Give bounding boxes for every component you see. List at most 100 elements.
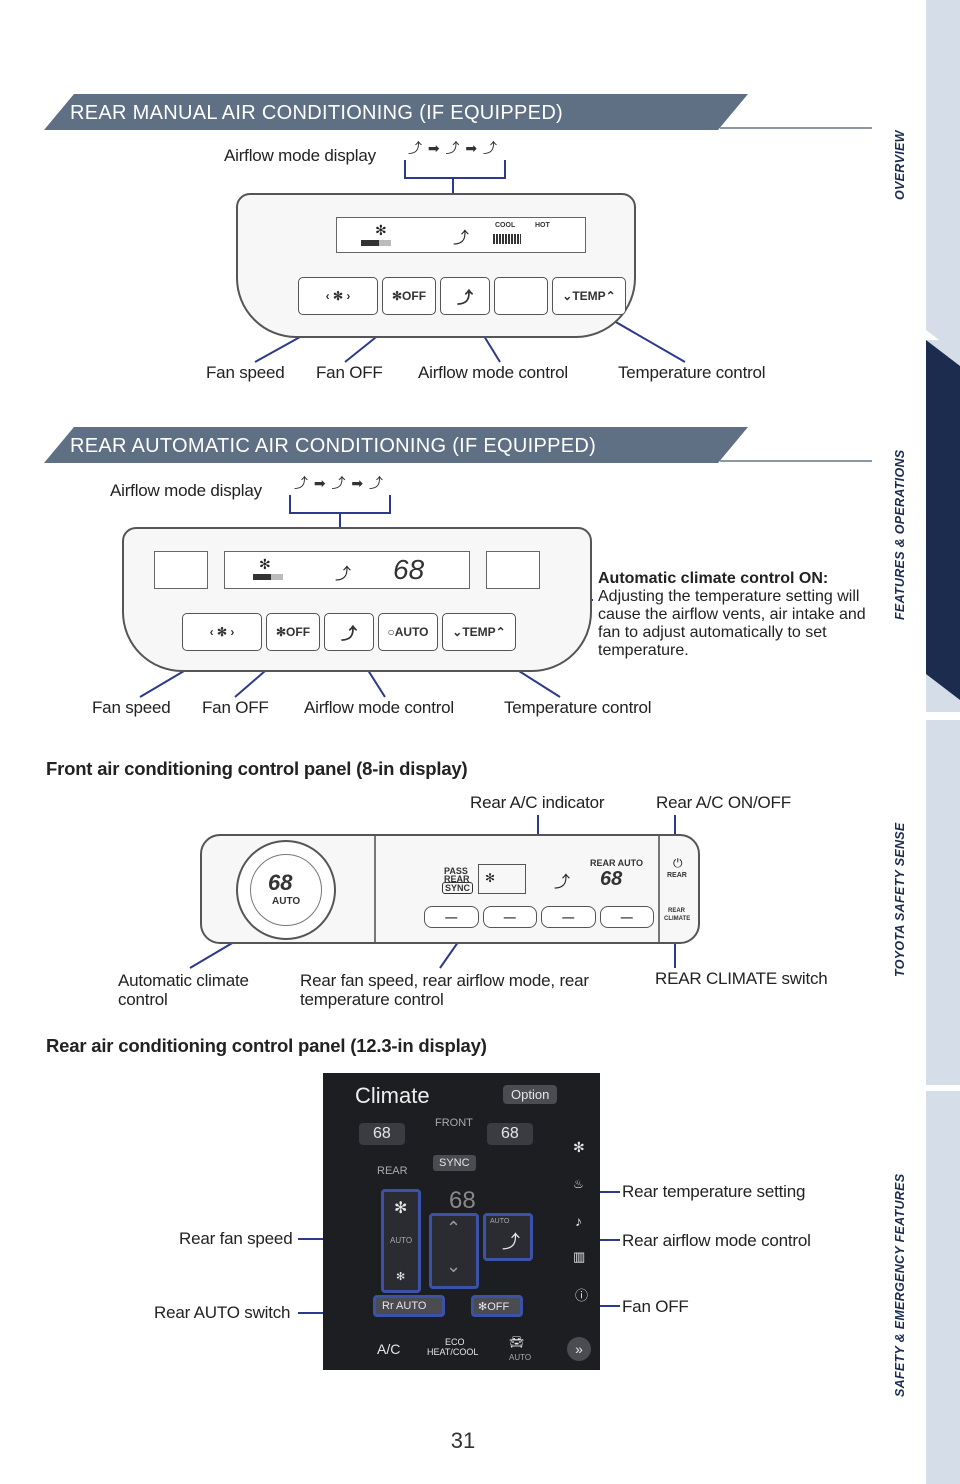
rear-temp-up-button[interactable]: — [599, 906, 654, 928]
fan-level-bar [253, 574, 283, 580]
label-airflow-control-auto: Airflow mode control [304, 698, 455, 717]
eco-label-2[interactable]: HEAT/COOL [427, 1347, 479, 1357]
rear-climate-label-1: REAR [668, 908, 686, 914]
label-fan-off: Fan OFF [316, 363, 383, 382]
screen-title: Climate [355, 1083, 430, 1108]
label-airflow-display-auto: Airflow mode display [110, 481, 262, 500]
sync-label: SYNC [442, 882, 474, 894]
rear-control-buttons: — — — — [424, 906, 654, 928]
rr-auto-label: Rr AUTO [382, 1300, 427, 1312]
auto-small-label: AUTO [390, 1236, 413, 1245]
equalizer-icon[interactable]: ▥ [573, 1249, 586, 1264]
pass-label: PASS [444, 866, 468, 876]
label-fan-speed-auto: Fan speed [92, 698, 171, 717]
fan-up-icon: ✻ [394, 1200, 408, 1217]
rear-ac-button[interactable]: ⏻ REAR [664, 856, 696, 886]
ac-button[interactable]: A/C [377, 1341, 401, 1357]
rear-temperature-box[interactable]: ⌃ ⌄ [429, 1213, 479, 1289]
front-center-display: PASS REAR SYNC ✻ ⤴︎ REAR AUTO 68 [434, 856, 654, 906]
auto-label: AUTO [394, 625, 429, 639]
airflow-mode-button[interactable]: ⤴︎ [440, 277, 490, 315]
airflow-mode-button[interactable]: ⤴︎ [324, 613, 374, 651]
dial-temp: 68 [268, 870, 293, 895]
fan-icon: ✻ [259, 556, 271, 572]
rear-section-label: REAR [377, 1165, 408, 1177]
rear-airflow-box[interactable]: AUTO ⤴︎ [483, 1213, 533, 1261]
rear-btn-label: REAR [667, 872, 687, 879]
label-temperature-control: Temperature control [618, 363, 766, 382]
option-button[interactable]: Option [503, 1085, 558, 1104]
sync-button[interactable]: SYNC [433, 1155, 476, 1171]
next-page-button[interactable]: » [567, 1337, 591, 1361]
rear-climate-screen: Climate Option FRONT 68 68 REAR SYNC 68 … [323, 1073, 600, 1370]
rear-temp-down-button[interactable]: — [541, 906, 596, 928]
section-banner-manual: REAR MANUAL AIR CONDITIONING (IF EQUIPPE… [44, 94, 748, 130]
seat-heat-icon[interactable]: ♨ [573, 1177, 584, 1191]
fan-level-bar [361, 240, 391, 246]
car-auto-label: AUTO [509, 1353, 532, 1362]
rear-auto-label: REAR AUTO [590, 858, 644, 868]
auto-button[interactable]: ○ AUTO [378, 613, 438, 651]
airflow-icon: ⤴︎ [453, 230, 470, 247]
info-icon[interactable]: ⓘ [575, 1288, 589, 1303]
fan-off-button[interactable]: ✻OFF [266, 613, 320, 651]
rear-fan-speed-button[interactable]: — [424, 906, 479, 928]
fan-speed-button[interactable]: ‹ ✻ › [298, 277, 378, 315]
screen-side-icons: ✻ ♨ ♪ ▥ ⓘ [567, 1133, 597, 1309]
fan-icon: ✻ [485, 871, 496, 885]
label-fan-off-auto: Fan OFF [202, 698, 269, 717]
eco-label-1[interactable]: ECO [445, 1337, 465, 1347]
temp-display: 68 [393, 554, 425, 585]
banner-rule [720, 460, 872, 462]
temp-level-bar [493, 234, 521, 244]
auto-badge: AUTO [490, 1218, 510, 1225]
car-icon[interactable]: 🚘︎ [509, 1335, 525, 1349]
dial-inner [250, 854, 322, 926]
label-rear-fan-off: Fan OFF [622, 1297, 689, 1316]
fan-off-label: ✻OFF [478, 1301, 510, 1313]
temperature-dial[interactable]: 68 AUTO [236, 840, 336, 940]
auto-left-window [154, 551, 208, 589]
rear-climate-label-2: CLIMATE [664, 916, 691, 922]
label-rear-temp-setting: Rear temperature setting [622, 1182, 806, 1201]
front-right-temp[interactable]: 68 [487, 1123, 533, 1145]
temp-label: TEMP [462, 625, 496, 639]
temp-down-icon: ⌄ [446, 1256, 462, 1276]
rear-fan-off-button[interactable]: ✻OFF [471, 1295, 523, 1317]
banner-rule [720, 127, 872, 129]
temperature-button[interactable]: ⌄ TEMP ⌃ [442, 613, 516, 651]
section-title-manual: REAR MANUAL AIR CONDITIONING (IF EQUIPPE… [70, 102, 564, 124]
rear-climate-button[interactable]: REAR CLIMATE [664, 898, 696, 928]
label-rear-ac-onoff: Rear A/C ON/OFF [656, 793, 791, 812]
music-icon[interactable]: ♪ [575, 1213, 582, 1229]
rear-panel-heading: Rear air conditioning control panel (12.… [46, 1035, 487, 1056]
airflow-icon: ⤴︎ [335, 566, 352, 583]
off-label: OFF [286, 625, 311, 639]
temperature-button[interactable]: ⌄ TEMP ⌃ [552, 277, 626, 315]
temp-label: TEMP [572, 289, 606, 303]
auto-right-window [486, 551, 540, 589]
rear-display-box: ✻ [478, 864, 526, 894]
front-panel-heading: Front air conditioning control panel (8-… [46, 758, 468, 779]
label-airflow-control: Airflow mode control [418, 363, 569, 382]
fan-off-button[interactable]: ✻OFF [382, 277, 436, 315]
tab-label-safety-sense: TOYOTA SAFETY SENSE [893, 822, 907, 978]
rear-label: REAR [444, 874, 470, 884]
auto-display: ✻ ⤴︎ 68 [224, 551, 470, 589]
rear-fan-speed-box[interactable]: ✻ AUTO ✻ [381, 1189, 421, 1293]
rear-airflow-button[interactable]: — [482, 906, 537, 928]
fan-speed-button[interactable]: ‹ ✻ › [182, 613, 262, 651]
label-temperature-control-auto: Temperature control [504, 698, 652, 717]
rear-temp-value: 68 [449, 1187, 476, 1214]
rear-manual-panel: ✻ ⤴︎ COOL HOT ‹ ✻ › ✻OFF ⤴︎ ⌄ TEMP ⌃ [236, 193, 636, 338]
airflow-mode-sequence-icon: ⤴︎ ➡ ⤴︎ ➡ ⤴︎ [408, 140, 499, 156]
tab-label-emergency: SAFETY & EMERGENCY FEATURES [893, 1173, 907, 1397]
fan-down-icon: ✻ [396, 1271, 406, 1283]
front-left-temp[interactable]: 68 [359, 1123, 405, 1145]
climate-side-icon[interactable]: ✻ [573, 1139, 585, 1155]
blank-button[interactable] [494, 277, 548, 315]
airflow-mode-sequence-icon-auto: ⤴︎ ➡ ⤴︎ ➡ ⤴︎ [294, 475, 385, 491]
active-tab-marker [926, 340, 960, 700]
rr-auto-button[interactable]: Rr AUTO [373, 1295, 445, 1317]
auto-note-desc: Adjusting the temperature setting will c… [598, 588, 866, 659]
